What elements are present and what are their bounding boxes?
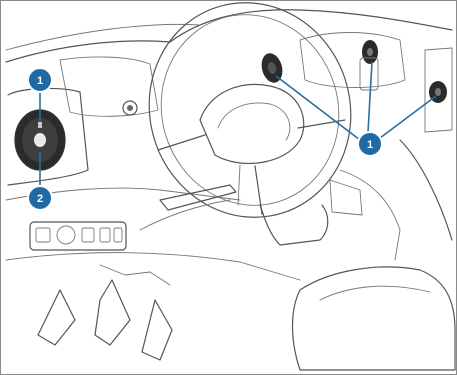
right-dash-lower xyxy=(340,170,400,260)
steering-wheel xyxy=(122,0,379,244)
pointer-line-1-to-right-speaker xyxy=(368,62,372,132)
right-door-panel xyxy=(400,140,452,240)
seat-edge xyxy=(320,286,430,300)
callout-1-right-label: 1 xyxy=(367,139,373,151)
callout-2-left: 2 xyxy=(28,186,52,210)
callout-1-right: 1 xyxy=(358,132,382,156)
lever-detail xyxy=(140,200,230,230)
steering-column xyxy=(260,205,328,245)
pedal-left xyxy=(38,290,75,345)
floor-line xyxy=(6,253,300,280)
callout-1-left: 1 xyxy=(28,68,52,92)
right-speaker xyxy=(360,40,378,90)
far-right-speaker xyxy=(425,48,452,132)
instrument-cluster-hood xyxy=(300,33,405,88)
dashboard-upper-edge xyxy=(6,24,200,50)
switch-panel xyxy=(30,222,126,250)
callout-1-left-label: 1 xyxy=(37,75,43,87)
pedal-middle xyxy=(95,280,130,345)
ignition-switch xyxy=(123,101,137,115)
left-vent-housing xyxy=(60,57,158,116)
pedal-right xyxy=(142,300,172,360)
callout-2-left-label: 2 xyxy=(37,193,43,205)
driver-seat xyxy=(293,267,456,370)
center-console xyxy=(330,180,362,215)
wiper-lever xyxy=(160,185,236,210)
